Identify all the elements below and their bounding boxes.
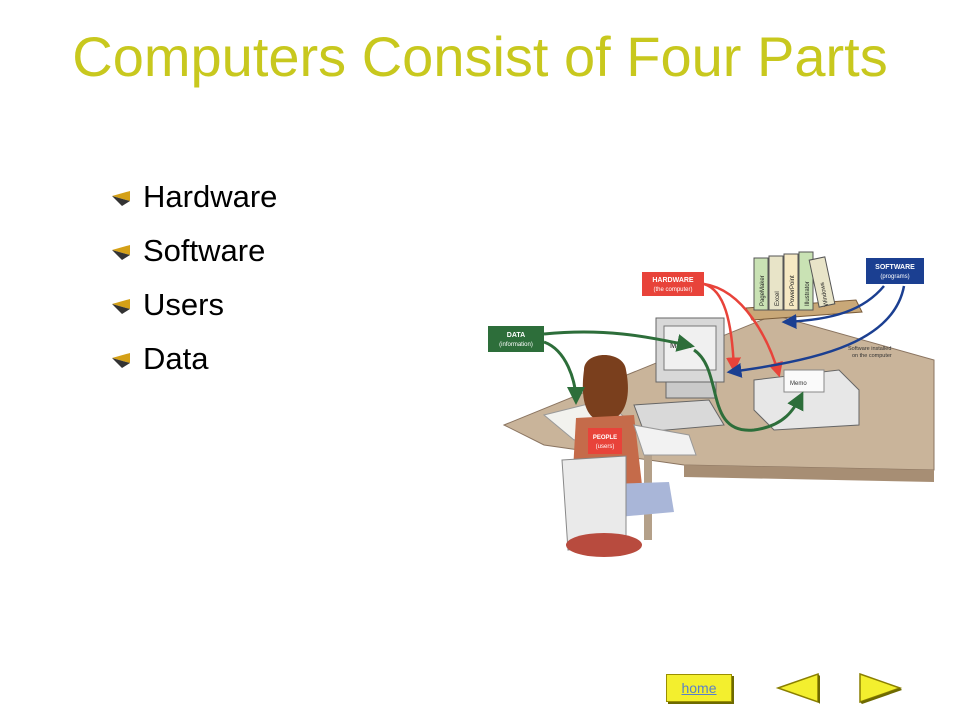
bullet-item-hardware: Hardware bbox=[110, 176, 277, 230]
book bbox=[798, 251, 814, 311]
printer bbox=[753, 369, 860, 431]
bullet-item-software: Software bbox=[110, 230, 277, 284]
software-arrow-shelf bbox=[781, 285, 885, 329]
arrow-bullet-icon bbox=[112, 191, 130, 206]
keyboard bbox=[633, 399, 725, 433]
hardware-label: HARDWARE bbox=[652, 277, 694, 284]
monitor-screen bbox=[663, 325, 717, 371]
software-label-box bbox=[866, 258, 924, 284]
computer-parts-illustration: Memo Memo PageMaker Excel PowerPoint Ill… bbox=[488, 251, 935, 557]
installed-note-line-2: on the computer bbox=[852, 353, 892, 359]
software-arrow-computer bbox=[726, 285, 906, 378]
chair-seat bbox=[566, 533, 642, 557]
hardware-sublabel: (the computer) bbox=[653, 287, 692, 293]
data-arrow-printer bbox=[693, 348, 804, 432]
desk-front bbox=[684, 465, 934, 482]
book-title: Windows bbox=[820, 282, 830, 307]
data-arrow-papers bbox=[543, 340, 585, 405]
book-title: PageMaker bbox=[760, 275, 766, 306]
bullet-text: Data bbox=[143, 341, 209, 376]
slide-title: Computers Consist of Four Parts bbox=[72, 25, 888, 88]
home-link[interactable]: home bbox=[681, 680, 717, 696]
bullet-item-data: Data bbox=[110, 338, 277, 392]
bullet-text: Users bbox=[143, 287, 224, 322]
book-title: Illustrator bbox=[805, 281, 811, 306]
book bbox=[783, 253, 799, 311]
home-button[interactable]: home bbox=[666, 674, 732, 702]
hardware-arrow-printer bbox=[703, 282, 783, 378]
person-hair bbox=[582, 355, 628, 422]
previous-arrow-icon[interactable] bbox=[774, 672, 822, 704]
bullet-text: Hardware bbox=[143, 179, 278, 214]
printer-paper bbox=[783, 369, 825, 393]
arrow-bullet-icon bbox=[112, 245, 130, 260]
book-title: Excel bbox=[775, 291, 781, 306]
bullet-list: Hardware Software Users Data bbox=[110, 176, 277, 392]
people-label: PEOPLE bbox=[593, 435, 617, 441]
data-sublabel: (information) bbox=[499, 342, 533, 348]
bullet-text: Software bbox=[143, 233, 266, 268]
arrow-bullet-icon bbox=[112, 299, 130, 314]
book-title: PowerPoint bbox=[790, 275, 796, 306]
hardware-label-box bbox=[642, 272, 704, 296]
data-arrow-monitor bbox=[543, 330, 695, 352]
data-label-box bbox=[488, 326, 544, 352]
monitor-base bbox=[665, 381, 717, 399]
software-label: SOFTWARE bbox=[875, 264, 915, 271]
book bbox=[808, 256, 836, 308]
book bbox=[768, 255, 784, 311]
next-arrow-icon[interactable] bbox=[856, 672, 904, 704]
printer-memo-text: Memo bbox=[790, 381, 807, 387]
hardware-arrow-monitor bbox=[703, 282, 741, 373]
installed-note-line-1: Software installed bbox=[848, 346, 891, 352]
people-label-box bbox=[588, 428, 622, 454]
person-arm bbox=[633, 424, 697, 456]
bullet-item-users: Users bbox=[110, 284, 277, 338]
data-label: DATA bbox=[507, 332, 525, 339]
software-sublabel: (programs) bbox=[880, 274, 909, 280]
people-sublabel: (users) bbox=[596, 444, 615, 450]
arrow-bullet-icon bbox=[112, 353, 130, 368]
book bbox=[753, 257, 769, 311]
